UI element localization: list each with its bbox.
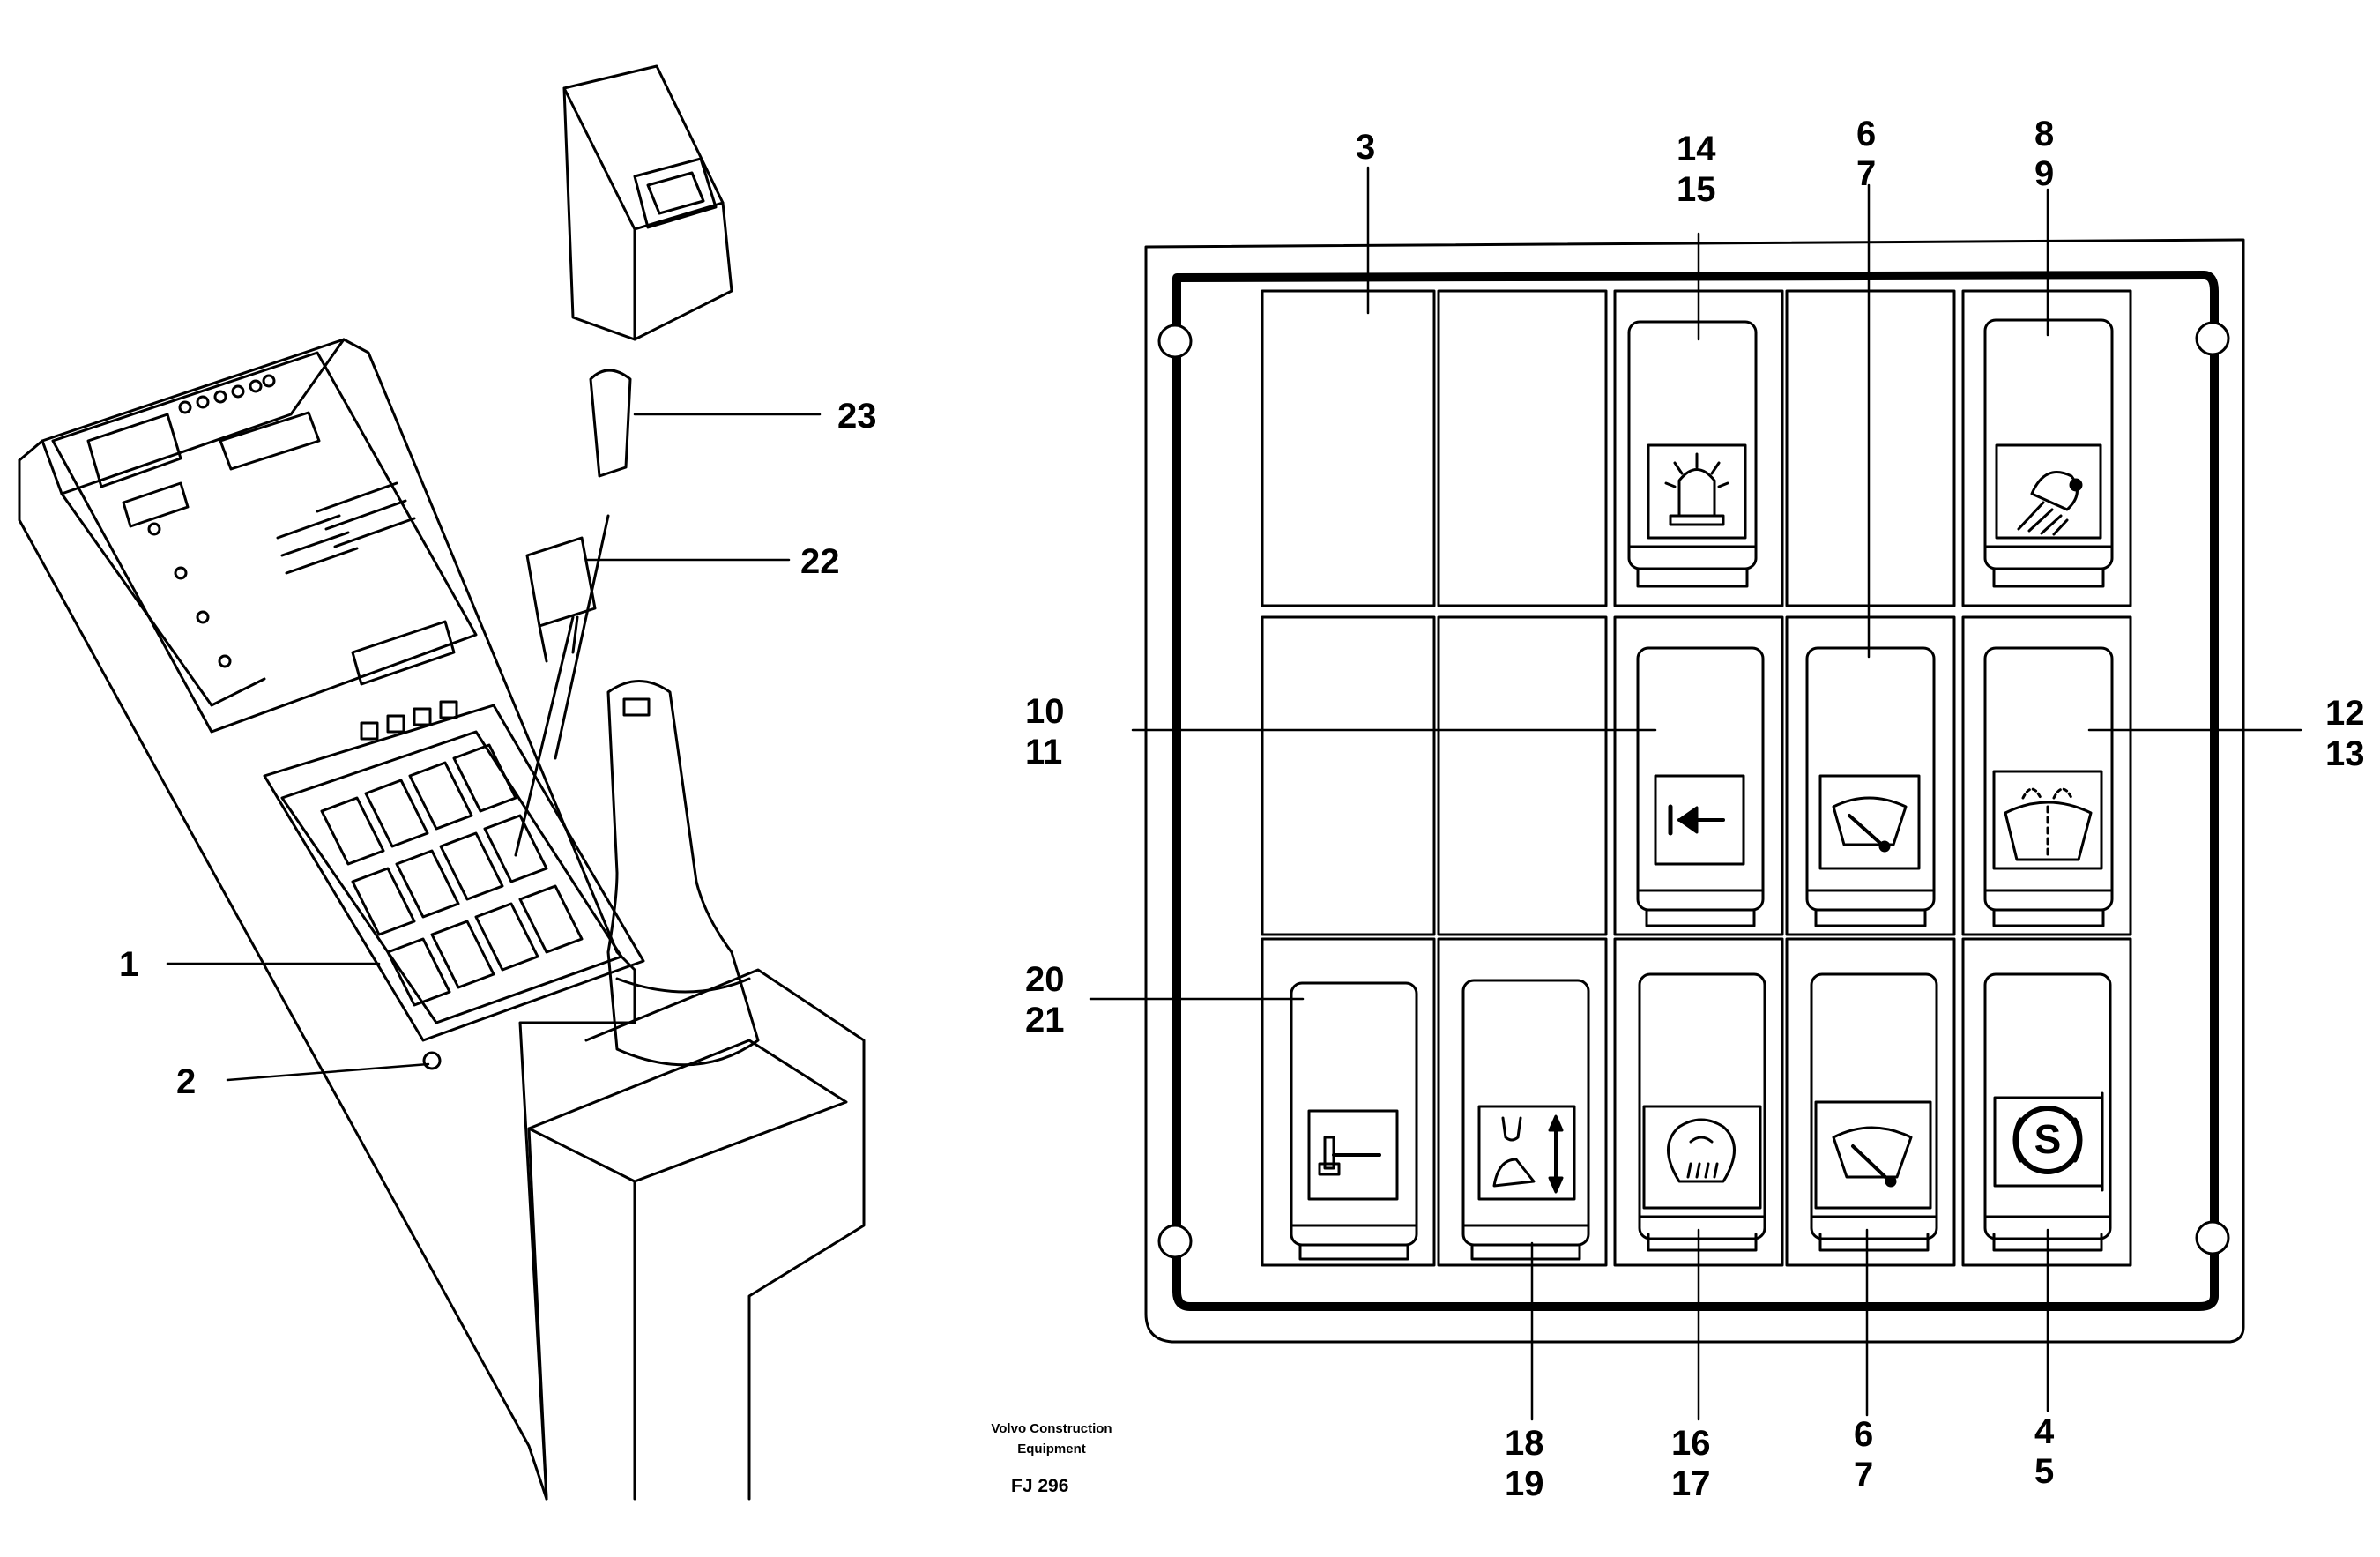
callout-7-bottom: 7 — [1854, 1456, 1873, 1494]
callout-11: 11 — [1025, 733, 1062, 771]
switch-hammer — [1290, 981, 1418, 1261]
company-name-line2: Equipment — [1017, 1442, 1086, 1456]
rear-wiper-icon — [1832, 1126, 1913, 1188]
callout-23: 23 — [837, 397, 877, 436]
rear-wiper-washer-icon — [2004, 787, 2093, 861]
callout-5: 5 — [2034, 1452, 2054, 1491]
callout-10: 10 — [1025, 692, 1065, 731]
callout-9: 9 — [2034, 154, 2054, 193]
callout-6-top: 6 — [1856, 115, 1876, 153]
callout-3: 3 — [1356, 128, 1375, 167]
callout-2: 2 — [176, 1062, 196, 1101]
callout-1: 1 — [119, 945, 138, 984]
svg-text:S: S — [2034, 1116, 2062, 1162]
callout-4: 4 — [2034, 1412, 2055, 1451]
callout-labels: 1 2 23 22 3 14 15 6 7 8 9 10 11 12 13 20… — [119, 115, 2365, 1503]
figure-code: FJ 296 — [1011, 1476, 1068, 1496]
callout-15: 15 — [1677, 170, 1716, 209]
leader-lines-right — [1089, 166, 2302, 1421]
callout-19: 19 — [1505, 1464, 1544, 1503]
company-name-line1: Volvo Construction — [991, 1421, 1112, 1436]
beacon-icon — [1664, 452, 1729, 526]
callout-8: 8 — [2034, 115, 2054, 153]
arrow-left-icon — [1668, 804, 1725, 836]
switch-arrow — [1636, 646, 1765, 927]
boom-float-icon — [1492, 1114, 1564, 1194]
callout-7-top: 7 — [1856, 154, 1876, 193]
console-illustration — [18, 64, 866, 1501]
heater-icon — [1667, 1118, 1736, 1183]
switch-beacon — [1627, 320, 1758, 588]
switch-front-wiper — [1805, 646, 1936, 927]
callout-16: 16 — [1671, 1424, 1711, 1463]
switch-parking-brake: S — [1983, 972, 2112, 1252]
switch-rear-wiper-washer — [1983, 646, 2114, 927]
callout-14: 14 — [1677, 130, 1716, 168]
callout-18: 18 — [1505, 1424, 1544, 1463]
callout-17: 17 — [1671, 1464, 1711, 1503]
callout-20: 20 — [1025, 960, 1065, 999]
callout-13: 13 — [2325, 734, 2365, 773]
switch-rear-wiper — [1810, 972, 1938, 1252]
callout-6-bottom: 6 — [1854, 1415, 1873, 1454]
leader-lines-left — [166, 413, 822, 1082]
parking-brake-icon: S — [2012, 1106, 2083, 1174]
switch-heater — [1638, 972, 1766, 1252]
switch-boom-float — [1461, 979, 1590, 1261]
front-wiper-icon — [1832, 796, 1908, 853]
hammer-icon — [1318, 1136, 1381, 1176]
callout-12: 12 — [2325, 694, 2365, 733]
switch-panel — [1144, 238, 2245, 1344]
callout-22: 22 — [800, 542, 840, 581]
work-light-icon — [2017, 471, 2083, 536]
callout-21: 21 — [1025, 1001, 1065, 1039]
switch-work-light — [1983, 318, 2114, 588]
